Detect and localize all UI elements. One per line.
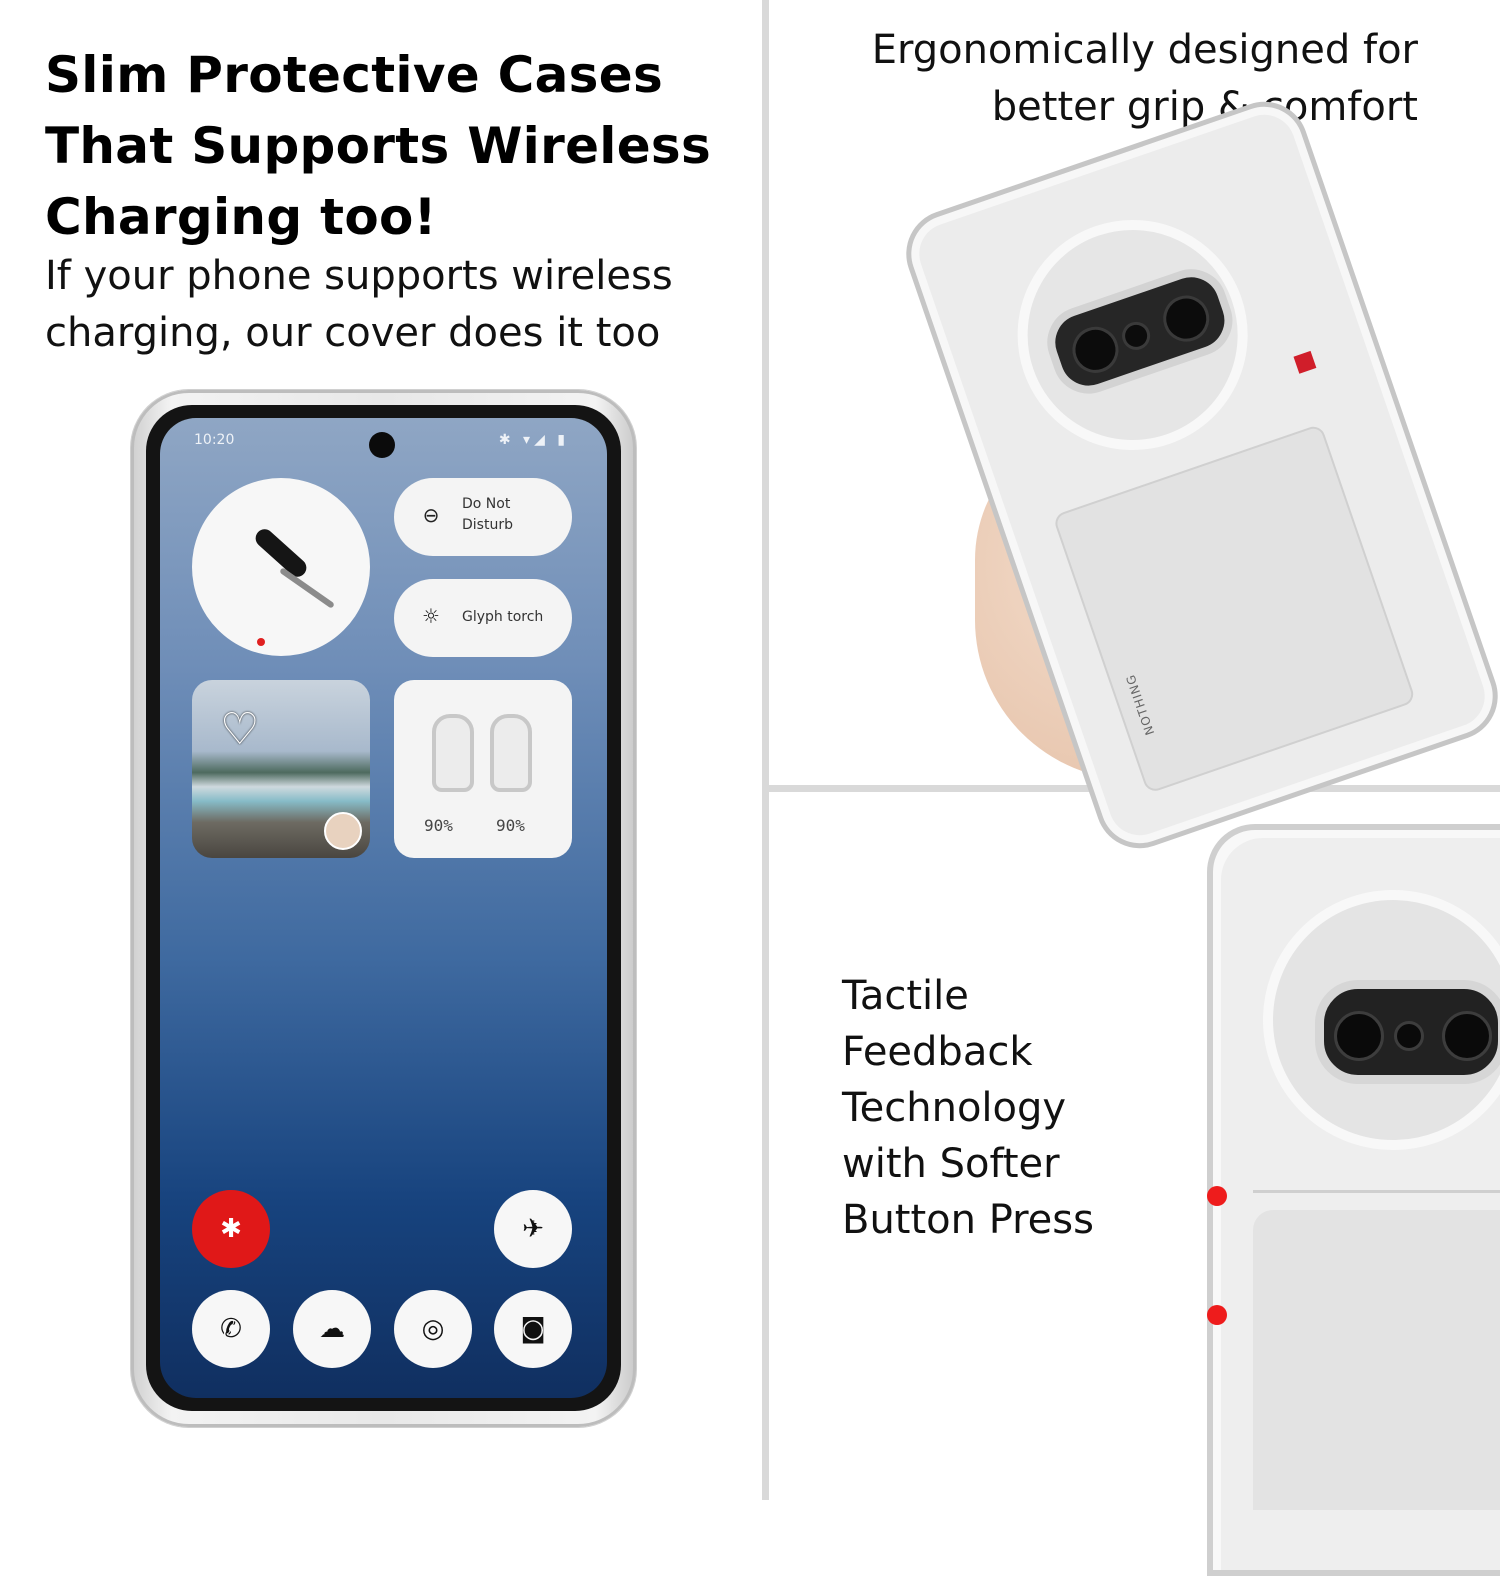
status-time: 10:20 [194, 432, 235, 448]
back-lower-panel [1052, 423, 1417, 794]
camera-lens [1442, 1011, 1492, 1061]
button-highlight-dot [1207, 1186, 1227, 1206]
subheadline-line-2: charging, our cover does it too [45, 310, 661, 356]
tactile-caption-line-1: Tactile [842, 973, 969, 1019]
dock-messages-app[interactable]: ☁ [293, 1290, 371, 1368]
back-divider-line [1253, 1190, 1500, 1193]
camera-lens [1334, 1011, 1384, 1061]
phone-back-in-case: NOTHING [894, 89, 1500, 861]
photo-widget[interactable]: ♡ [192, 680, 370, 858]
messages-icon: ☁ [319, 1314, 345, 1344]
right-earbud-battery: 90% [496, 816, 525, 835]
headline-line-1: Slim Protective Cases [45, 46, 664, 104]
tactile-caption: Tactile Feedback Technology with Softer … [842, 968, 1172, 1248]
clock-minute-hand [279, 567, 335, 609]
heart-icon[interactable]: ♡ [220, 704, 260, 755]
grip-caption-line-1: Ergonomically designed for [871, 27, 1418, 73]
do-not-disturb-label: Do Not Disturb [462, 494, 562, 536]
back-lower-panel [1253, 1210, 1500, 1510]
clock-widget[interactable] [192, 478, 370, 656]
dock-phone-app[interactable]: ✆ [192, 1290, 270, 1368]
tactile-caption-line-4: with Softer [842, 1141, 1060, 1187]
bluetooth-toggle[interactable]: ✱ [192, 1190, 270, 1268]
front-camera-hole [369, 432, 395, 458]
dock-camera-app[interactable]: ◙ [494, 1290, 572, 1368]
headline-line-3: Charging too! [45, 188, 437, 246]
status-icons: ✱ ▾◢ ▮ [498, 432, 569, 448]
phone-icon: ✆ [220, 1314, 242, 1344]
airplane-icon: ✈ [522, 1214, 544, 1244]
bluetooth-icon: ✱ [220, 1214, 242, 1244]
torch-icon: ☼ [422, 604, 440, 628]
glyph-torch-label: Glyph torch [462, 609, 544, 625]
tactile-caption-line-3: Technology [842, 1085, 1067, 1131]
tactile-caption-line-5: Button Press [842, 1197, 1094, 1243]
camera-icon: ◙ [520, 1314, 546, 1344]
subheadline-line-1: If your phone supports wireless [45, 253, 673, 299]
chrome-icon: ◎ [421, 1314, 445, 1344]
right-earbud-icon [490, 714, 532, 792]
red-accent-mark [1293, 350, 1317, 374]
clock-red-dot [257, 638, 265, 646]
avatar [324, 812, 362, 850]
phone-side-in-case [1207, 824, 1500, 1576]
airplane-mode-toggle[interactable]: ✈ [494, 1190, 572, 1268]
subheadline: If your phone supports wireless charging… [45, 248, 765, 362]
rear-camera-module [1315, 980, 1500, 1084]
tactile-caption-line-2: Feedback [842, 1029, 1033, 1075]
phone-screen: 10:20 ✱ ▾◢ ▮ ⊖ Do Not Disturb ☼ Glyph to… [160, 418, 607, 1398]
dnd-label-line-2: Disturb [462, 517, 513, 533]
headline: Slim Protective Cases That Supports Wire… [45, 40, 765, 253]
grip-caption-line-2: better grip & comfort [991, 84, 1418, 130]
camera-flash [1118, 318, 1154, 354]
do-not-disturb-icon: ⊖ [422, 503, 440, 527]
grip-caption: Ergonomically designed for better grip &… [778, 22, 1418, 136]
camera-flash [1394, 1021, 1424, 1051]
earbuds-battery-widget[interactable]: 90% 90% [394, 680, 572, 858]
glyph-torch-tile[interactable]: ☼ Glyph torch [394, 579, 572, 657]
camera-lens [1066, 320, 1125, 380]
left-earbud-icon [432, 714, 474, 792]
dock-browser-app[interactable]: ◎ [394, 1290, 472, 1368]
left-earbud-battery: 90% [424, 816, 453, 835]
dnd-label-line-1: Do Not [462, 496, 511, 512]
do-not-disturb-tile[interactable]: ⊖ Do Not Disturb [394, 478, 572, 556]
vertical-divider [762, 0, 769, 1500]
camera-lens [1156, 289, 1216, 348]
button-highlight-dot [1207, 1305, 1227, 1325]
headline-line-2: That Supports Wireless [45, 117, 712, 175]
